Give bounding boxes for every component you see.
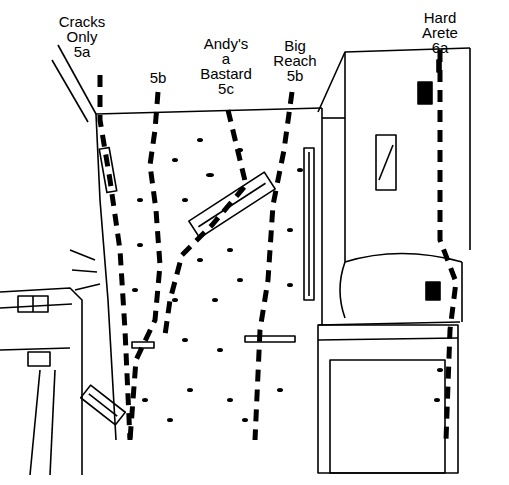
- route-label: 5b: [150, 70, 167, 85]
- route-label: Hard Arete 6a: [422, 10, 458, 55]
- route-label: Andy's a Bastard 5c: [200, 36, 252, 96]
- route-label: Big Reach 5b: [273, 38, 316, 83]
- route-label: Cracks Only 5a: [59, 14, 106, 59]
